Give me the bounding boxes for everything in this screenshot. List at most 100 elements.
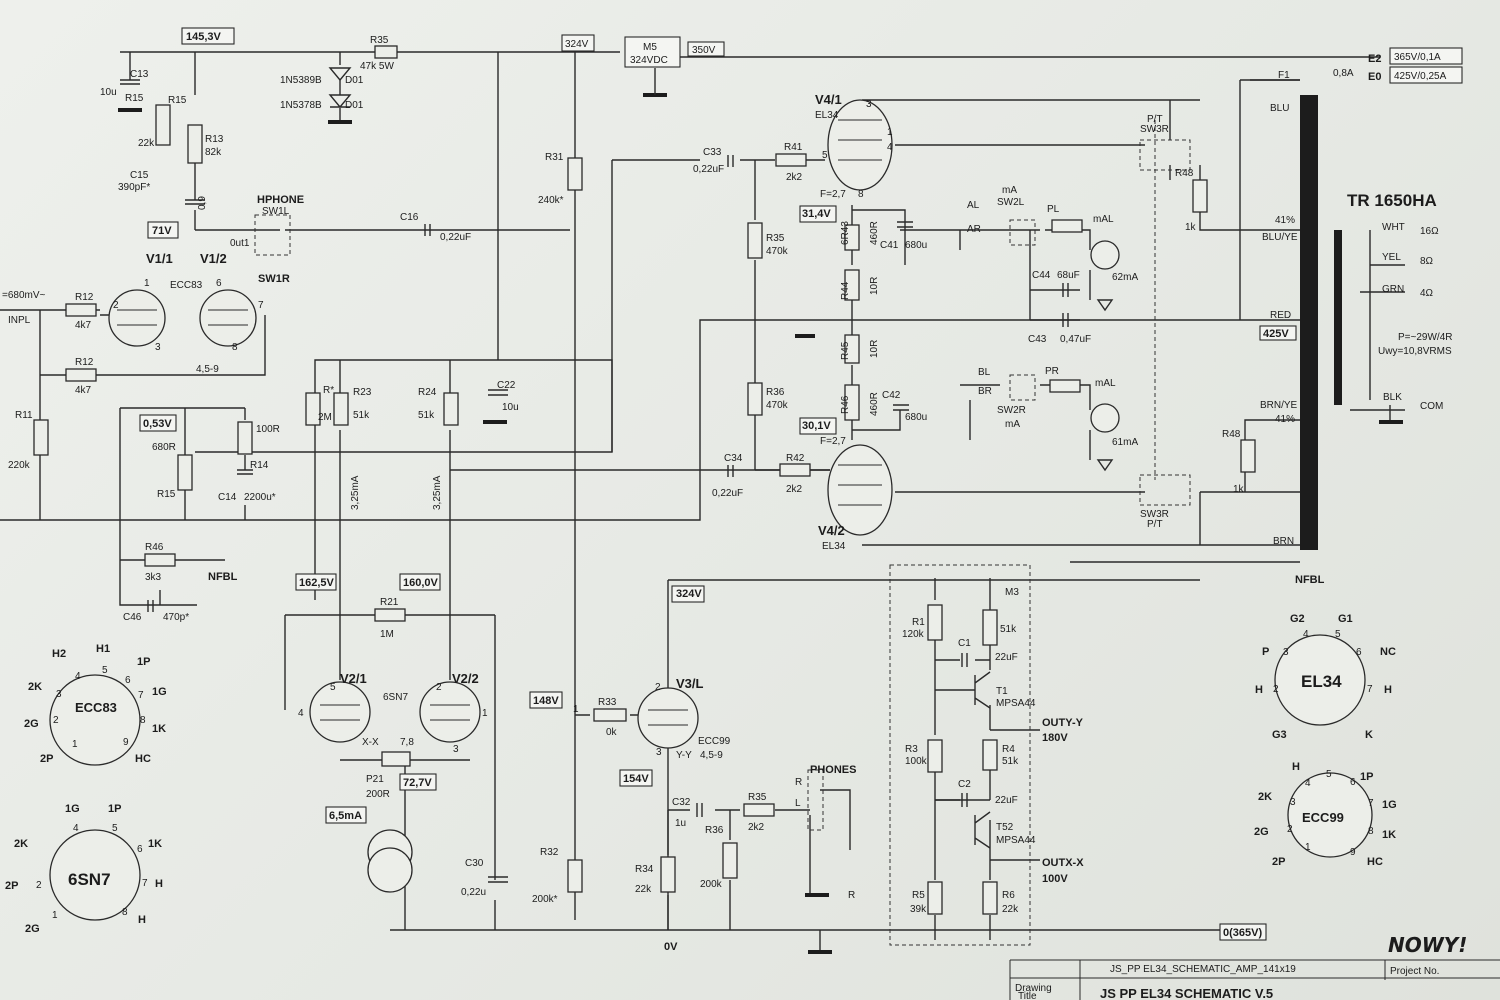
v2-pin5: 5 <box>330 682 336 693</box>
ecc83-h1: H1 <box>96 643 110 655</box>
ecc83-h2: H2 <box>52 648 66 660</box>
out1-label: 0ut1 <box>230 238 250 249</box>
pin-3: 3 <box>155 342 161 353</box>
phones-r: R <box>795 777 802 788</box>
rstar-label: R* <box>323 385 334 396</box>
ecc99-label: ECC99 <box>698 736 731 747</box>
ground-symbols <box>118 68 1403 954</box>
r42-label: R42 <box>786 453 805 464</box>
ecc83-1g: 1G <box>152 686 167 698</box>
ecc83-n8: 8 <box>140 715 146 726</box>
t52-label: T52 <box>996 822 1014 833</box>
labeled-boxes <box>139 27 1463 941</box>
bl-label: BL <box>978 367 991 378</box>
v3-pin1: 1 <box>573 704 579 715</box>
sw2l-label: SW2L <box>997 197 1025 208</box>
6sn7-pinout-name: 6SN7 <box>68 870 111 889</box>
wht-label: WHT <box>1382 222 1405 233</box>
r44-label: R44 <box>840 281 851 300</box>
voltage-324-top: 324V <box>565 39 589 50</box>
r15a-label: R15 <box>125 93 144 104</box>
v301-label: 30,1V <box>802 420 831 432</box>
r45-label: R45 <box>840 341 851 360</box>
ecc99-2p: 2P <box>1272 856 1285 868</box>
c2-value: 22uF <box>995 795 1018 806</box>
r15b-value: 22k <box>138 138 155 149</box>
c42-value: 680u <box>905 412 927 423</box>
tap-41a: 41% <box>1275 215 1295 226</box>
v2-pin1: 1 <box>482 708 488 719</box>
el34-n6: 6 <box>1356 647 1362 658</box>
r24-value: 51k <box>418 410 435 421</box>
6sn7-h: H <box>155 878 163 890</box>
c34-value: 0,22uF <box>712 488 743 499</box>
6sn7-n5: 5 <box>112 823 118 834</box>
el34-g2: G2 <box>1290 613 1305 625</box>
c22-value: 10u <box>502 402 519 413</box>
ecc83-n6: 6 <box>125 675 131 686</box>
6sn7-n6: 6 <box>137 844 143 855</box>
brn-label: BRN <box>1273 536 1294 547</box>
sw3r-top: SW3R <box>1140 124 1169 135</box>
blk-label: BLK <box>1383 392 1402 403</box>
c43-value: 0,47uF <box>1060 334 1091 345</box>
ecc99-n7: 7 <box>1368 798 1374 809</box>
r21-value: 1M <box>380 629 394 640</box>
voltage-350: 350V <box>692 45 716 56</box>
r35-label: R35 <box>370 35 389 46</box>
ecc99-n9: 9 <box>1350 847 1356 858</box>
driver-bias: 4,5-9 <box>700 750 723 761</box>
mal2-label: mAL <box>1095 378 1116 389</box>
meters-symbols <box>1090 240 1120 472</box>
r6-label: R6 <box>1002 890 1015 901</box>
uwy-rating: Uwy=10,8VRMS <box>1378 346 1452 357</box>
sw3r-bottom: SW3R <box>1140 509 1169 520</box>
f27a-label: F=2,7 <box>820 189 846 200</box>
br-label: BR <box>978 386 992 397</box>
drawing-label: Drawing <box>1015 983 1052 994</box>
c33-label: C33 <box>703 147 722 158</box>
r14-label: R14 <box>250 460 269 471</box>
e2-value: 365V/0,1A <box>1394 52 1441 63</box>
r3-value: 100k <box>905 756 928 767</box>
r13-value: 82k <box>205 147 222 158</box>
r1-label: R1 <box>912 617 925 628</box>
r32-value: 200k* <box>532 894 558 905</box>
t52-type: MPSA44 <box>996 835 1036 846</box>
6sn7-1k: 1K <box>148 838 162 850</box>
pl-label: PL <box>1047 204 1060 215</box>
r35-value: 47k 5W <box>360 61 394 72</box>
ecc83-n4: 4 <box>75 671 81 682</box>
rail-bottom-label: 0(365V) <box>1223 927 1262 939</box>
rstar-value: 2M <box>318 412 332 423</box>
6sn7-2g: 2G <box>25 923 40 935</box>
r3-label: R3 <box>905 744 918 755</box>
el34-h: H <box>1255 684 1263 696</box>
v2-pin4: 4 <box>298 708 304 719</box>
pin-1: 1 <box>144 278 150 289</box>
sw1r-label: SW1R <box>258 273 290 285</box>
c30-label: C30 <box>465 858 484 869</box>
el34-n5: 5 <box>1335 629 1341 640</box>
ecc83-n1: 1 <box>72 739 78 750</box>
c32-label: C32 <box>672 797 691 808</box>
c22-label: C22 <box>497 380 516 391</box>
inpl-label: INPL <box>8 315 31 326</box>
c33-value: 0,22uF <box>693 164 724 175</box>
v41-pin3: 3 <box>866 99 872 110</box>
c32-value: 1u <box>675 818 686 829</box>
c34-label: C34 <box>724 453 743 464</box>
r21-label: R21 <box>380 597 399 608</box>
v2-2-label: V2/2 <box>452 671 479 686</box>
resistors <box>33 45 1256 915</box>
v727-label: 72,7V <box>403 777 432 789</box>
el34-h2: H <box>1384 684 1392 696</box>
r46-label: R46 <box>145 542 164 553</box>
r35b-label: R35 <box>748 792 767 803</box>
v3l-label: V3/L <box>676 676 704 691</box>
r46-value: 3k3 <box>145 572 162 583</box>
ecc99-n2: 2 <box>1287 824 1293 835</box>
pin-2: 2 <box>113 300 119 311</box>
el34-pinout-name: EL34 <box>1301 672 1342 691</box>
